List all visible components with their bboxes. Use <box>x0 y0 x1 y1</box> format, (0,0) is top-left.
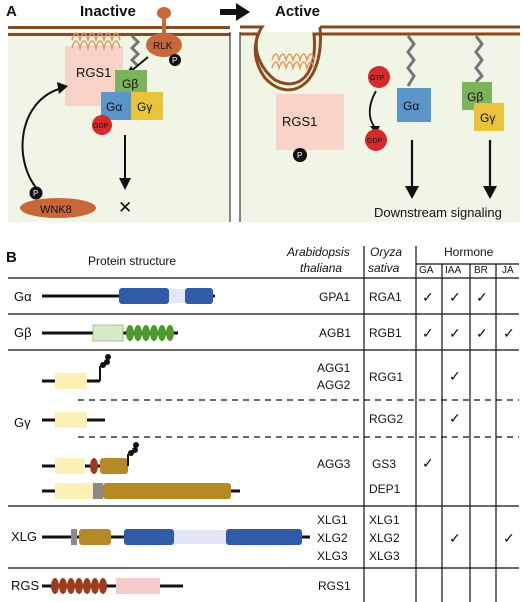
check-galpha-br: ✓ <box>476 289 488 305</box>
gbeta-label-left: Gβ <box>122 77 138 91</box>
panel-a-label: A <box>6 3 17 20</box>
check-gs3-ga: ✓ <box>422 455 434 471</box>
oryza-header-species: sativa <box>368 261 400 275</box>
rgg1-label: RGG1 <box>369 370 403 384</box>
downstream-signaling-label: Downstream signaling <box>374 205 502 220</box>
rgs-row-label: RGS <box>11 578 40 593</box>
gbeta-row-label: Gβ <box>14 325 32 340</box>
check-rgg2-iaa: ✓ <box>449 410 461 426</box>
g-protein-heterotrimer-left: Gβ Gα Gγ GDP <box>92 70 163 135</box>
check-xlg-iaa: ✓ <box>449 530 461 546</box>
active-title: Active <box>275 3 320 20</box>
state-transition-arrow <box>220 3 250 21</box>
gbeta-gamma-dimer: Gβ Gγ <box>462 82 504 131</box>
downstream-arrows <box>405 140 497 199</box>
os-xlg1-label: XLG1 <box>369 513 400 527</box>
row-xlg: XLG XLG1 XLG2 XLG3 XLG1 XLG2 XLG3 ✓ ✓ <box>11 513 515 563</box>
hormone-header: Hormone <box>444 245 494 259</box>
galpha-active: Gα <box>397 88 431 122</box>
os-xlg2-label: XLG2 <box>369 531 400 545</box>
ggamma-row-label: Gγ <box>14 415 31 430</box>
at-xlg1-label: XLG1 <box>317 513 348 527</box>
ggamma-label-right: Gγ <box>480 111 495 125</box>
gdp-label-left: GDP <box>93 123 109 130</box>
check-gbeta-br: ✓ <box>476 325 488 341</box>
rgs1-label-left: RGS1 <box>76 65 111 80</box>
agg3-label: AGG3 <box>317 457 351 471</box>
check-galpha-ga: ✓ <box>422 289 434 305</box>
wnk8-phospho-label: P <box>33 189 38 198</box>
agg1-label: AGG1 <box>317 361 351 375</box>
blocked-signaling-arrow: ✕ <box>118 135 132 217</box>
gs3-label: GS3 <box>372 457 396 471</box>
check-rgg1-iaa: ✓ <box>449 368 461 384</box>
rlk-label: RLK <box>153 41 173 52</box>
at-xlg3-label: XLG3 <box>317 549 348 563</box>
lipid-anchor-left <box>129 34 141 68</box>
agb1-label: AGB1 <box>319 326 351 340</box>
galpha-label-left: Gα <box>106 100 122 114</box>
protein-structure-header: Protein structure <box>88 254 176 268</box>
check-gbeta-ja: ✓ <box>503 325 515 341</box>
wnk8-kinase: WNK8 P <box>20 82 96 218</box>
arabidopsis-header-species: thaliana <box>300 261 342 275</box>
iaa-hormone-header: IAA <box>445 265 461 276</box>
rgs1-table-label: RGS1 <box>318 579 351 593</box>
ggamma-label-left: Gγ <box>137 100 152 114</box>
dep1-label: DEP1 <box>369 482 401 496</box>
os-xlg3-label: XLG3 <box>369 549 400 563</box>
ja-hormone-header: JA <box>502 265 514 276</box>
table-grid <box>8 246 519 602</box>
rgs1-phospho-label: P <box>297 151 302 160</box>
lipid-anchor-galpha <box>406 35 416 87</box>
br-hormone-header: BR <box>474 265 488 276</box>
row-galpha: Gα GPA1 RGA1 ✓ ✓ ✓ <box>14 288 488 305</box>
rgs1-label-right: RGS1 <box>282 114 317 129</box>
check-gbeta-iaa: ✓ <box>449 325 461 341</box>
rlk-phospho-label: P <box>172 56 177 65</box>
rgb1-label: RGB1 <box>369 326 402 340</box>
row-rgs: RGS RGS1 <box>11 578 351 594</box>
rgs1-protein-left: RGS1 <box>65 32 123 106</box>
agg2-label: AGG2 <box>317 378 351 392</box>
check-galpha-iaa: ✓ <box>449 289 461 305</box>
ga-hormone-header: GA <box>419 265 434 276</box>
check-gbeta-ga: ✓ <box>422 325 434 341</box>
rlk-receptor: RLK P <box>146 7 182 66</box>
ggamma-dashed-dividers <box>78 399 519 438</box>
gpa1-label: GPA1 <box>319 290 350 304</box>
gtp-gdp-exchange: GTP GDP <box>365 66 390 151</box>
rga1-label: RGA1 <box>369 290 402 304</box>
at-xlg2-label: XLG2 <box>317 531 348 545</box>
row-gbeta: Gβ AGB1 RGB1 ✓ ✓ ✓ ✓ <box>14 324 515 342</box>
oryza-header-genus: Oryza <box>370 245 402 259</box>
gdp-label-right: GDP <box>367 138 383 145</box>
galpha-row-label: Gα <box>14 289 32 304</box>
inactive-title: Inactive <box>80 3 136 20</box>
lipid-anchor-gbg <box>474 35 484 84</box>
gtp-label: GTP <box>370 75 385 82</box>
blocked-mark: ✕ <box>118 198 132 217</box>
row-ggamma: Gγ AGG1 AGG2 RGG1 ✓ RGG2 ✓ AGG3 GS3 ✓ <box>14 354 461 499</box>
xlg-row-label: XLG <box>11 529 37 544</box>
wnk8-label: WNK8 <box>40 204 72 216</box>
panel-b-label: B <box>6 249 17 266</box>
galpha-label-right: Gα <box>403 99 419 113</box>
rgg2-label: RGG2 <box>369 412 403 426</box>
rgs1-protein-right: RGS1 P <box>271 53 344 162</box>
gbeta-label-right: Gβ <box>467 90 483 104</box>
check-xlg-ja: ✓ <box>503 530 515 546</box>
arabidopsis-header-genus: Arabidopsis <box>286 245 350 259</box>
